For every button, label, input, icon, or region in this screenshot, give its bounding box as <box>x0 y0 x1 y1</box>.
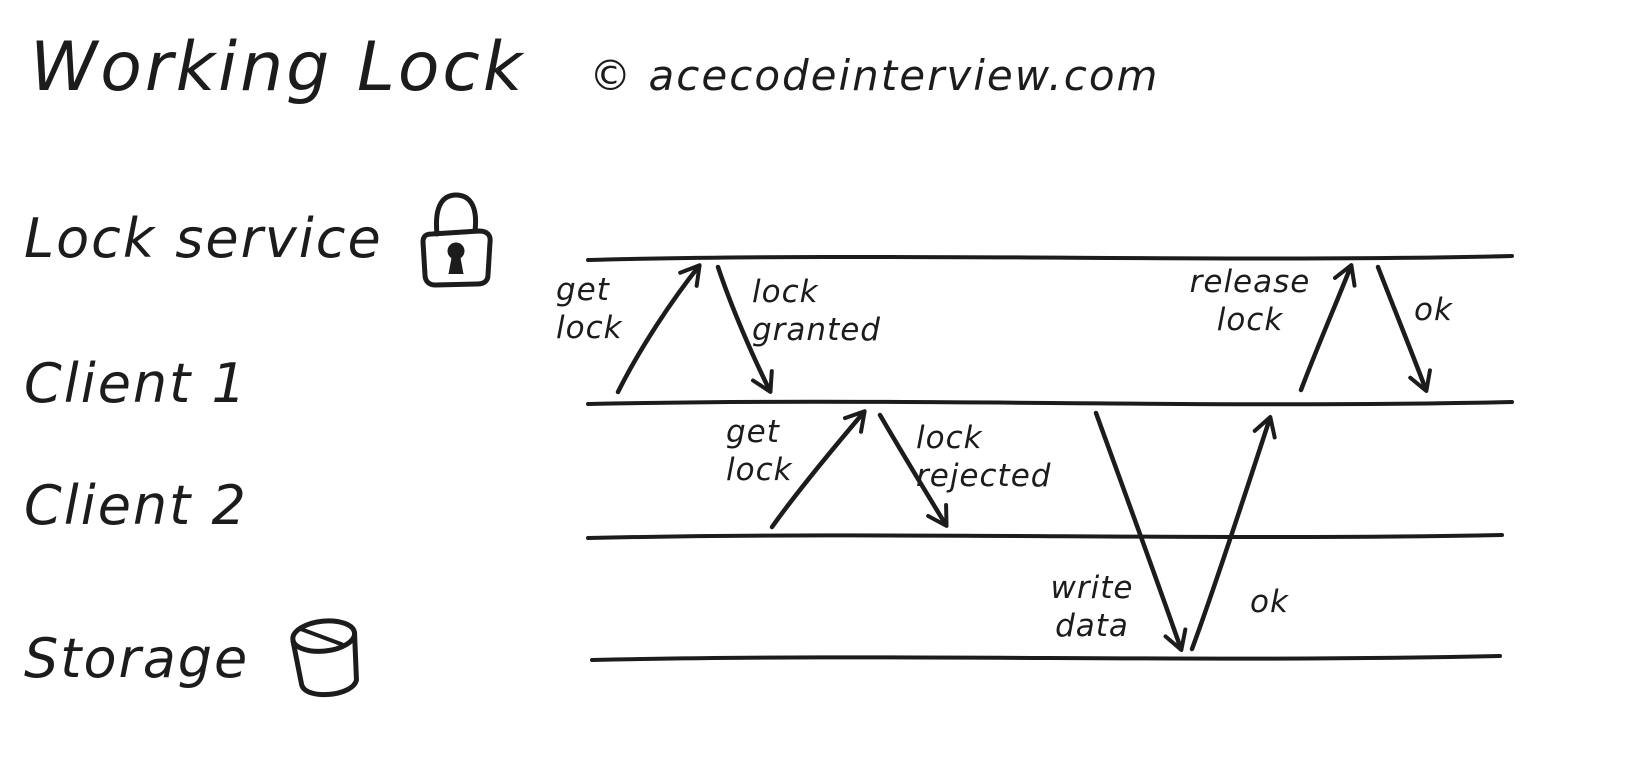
diagram-header: Working Lock © acecodeinterview.com <box>30 28 1159 107</box>
diagram-title: Working Lock <box>30 28 526 107</box>
message-label-write-data: write data <box>1050 570 1134 644</box>
padlock-icon <box>420 192 493 288</box>
lifeline-client-2 <box>586 533 1504 540</box>
lane-client-2: Client 2 <box>24 474 248 537</box>
lane-client-1: Client 1 <box>24 352 248 415</box>
lifeline-lock-service <box>586 254 1514 262</box>
lane-label-storage: Storage <box>24 626 250 690</box>
lane-storage: Storage <box>24 612 371 704</box>
arrow-get-lock-client1 <box>615 263 702 395</box>
lane-label-lock-service: Lock service <box>24 206 383 270</box>
lane-label-client-1: Client 1 <box>24 352 248 415</box>
message-label-ok-release: ok <box>1414 292 1453 328</box>
message-label-lock-granted: lock granted <box>752 274 881 348</box>
message-label-get-lock-1: get lock <box>556 272 623 346</box>
lane-lock-service: Lock service <box>24 188 497 288</box>
lane-label-client-2: Client 2 <box>24 474 248 537</box>
message-label-release-lock: release lock <box>1189 264 1311 338</box>
lifeline-storage <box>590 654 1502 662</box>
database-cylinder-icon <box>290 618 360 698</box>
message-label-lock-rejected: lock rejected <box>916 420 1052 494</box>
lifeline-client-1 <box>586 399 1514 407</box>
message-label-ok-storage: ok <box>1250 584 1289 620</box>
message-label-get-lock-2: get lock <box>726 414 793 488</box>
copyright-text: © acecodeinterview.com <box>589 51 1160 100</box>
